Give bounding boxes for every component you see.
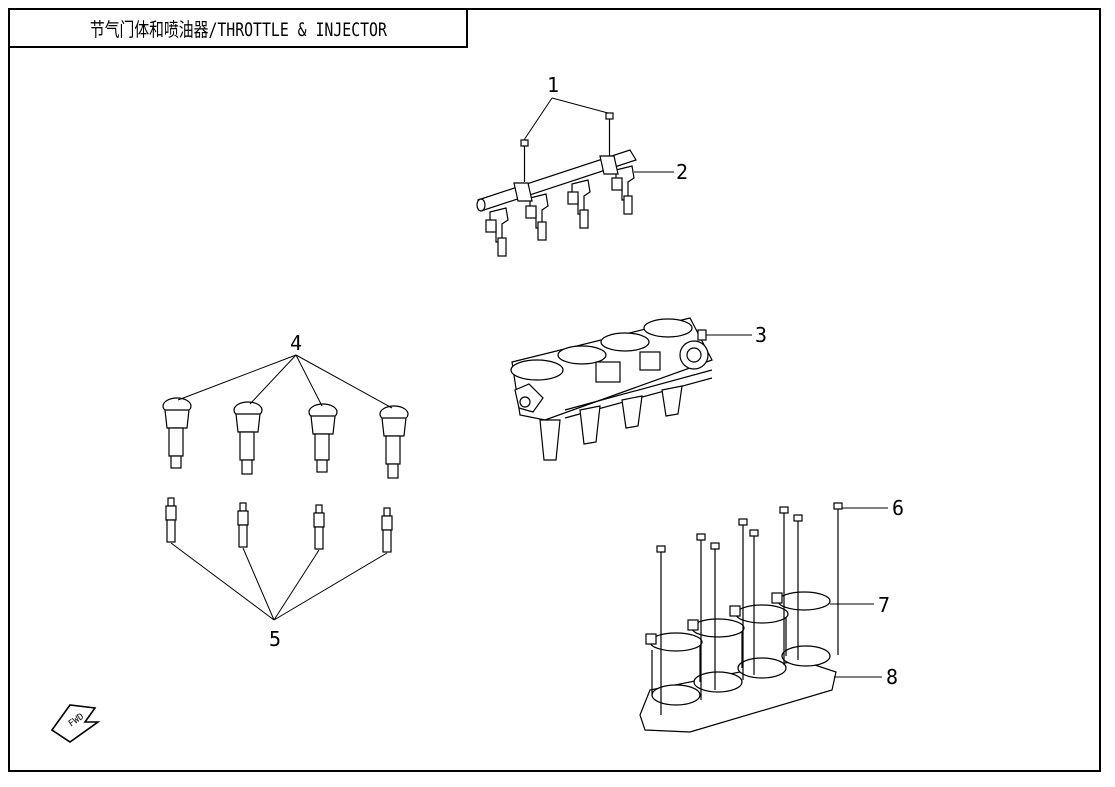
callout-6: 6 (892, 496, 904, 520)
bolt (605, 112, 614, 156)
callout-8: 8 (886, 665, 898, 689)
diagram-title: 节气门体和喷油器/THROTTLE & INJECTOR (89, 18, 387, 41)
diagram-border (8, 8, 1101, 772)
fwd-arrow-icon (50, 704, 101, 743)
spark-plug (313, 504, 325, 550)
callout-4: 4 (290, 331, 302, 355)
callout-2: 2 (676, 160, 688, 184)
callout-7: 7 (878, 593, 890, 617)
callout-1: 1 (547, 73, 559, 97)
clamp (645, 591, 831, 652)
ignition-coil (233, 401, 263, 475)
bolt (520, 139, 529, 182)
spark-plug (165, 497, 177, 543)
ignition-coil (379, 405, 409, 479)
spark-plug (381, 507, 393, 553)
intake-manifold (639, 610, 837, 733)
throttle-body (510, 317, 713, 461)
callout-5: 5 (269, 627, 281, 651)
injector (525, 193, 549, 241)
leader-lines (170, 97, 888, 678)
injector (485, 207, 509, 257)
injector (611, 165, 635, 215)
fuel-rail-assembly (476, 112, 637, 257)
injector (567, 179, 591, 229)
ignition-coil (308, 403, 338, 473)
ignition-coil (162, 397, 192, 469)
spark-plug (237, 502, 249, 548)
title-box: 节气门体和喷油器/THROTTLE & INJECTOR (8, 8, 468, 48)
bolt-set (656, 502, 843, 715)
callout-3: 3 (755, 323, 767, 347)
